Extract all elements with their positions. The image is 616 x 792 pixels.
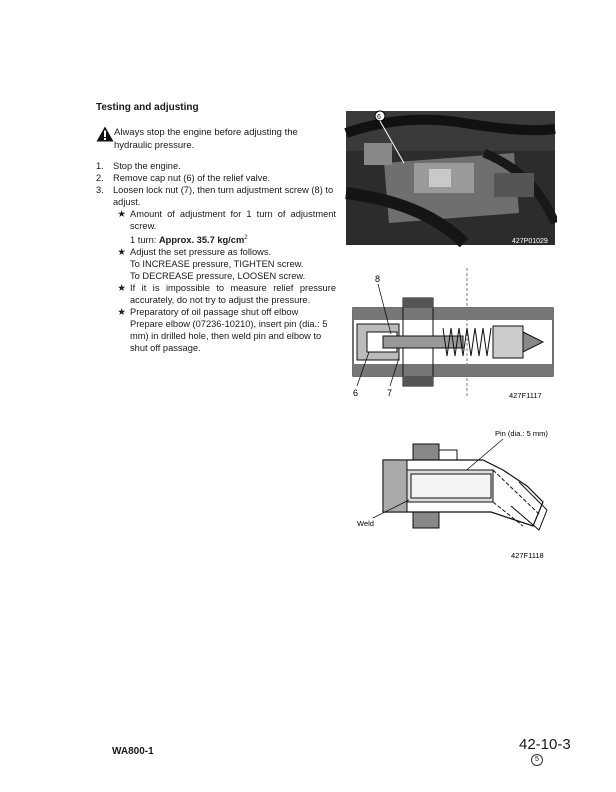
section-heading: Testing and adjusting	[96, 102, 199, 113]
warning-icon	[96, 126, 114, 142]
star-icon: ★	[117, 247, 126, 258]
label-8: 8	[375, 274, 380, 284]
pin-label: Pin (dia.: 5 mm)	[495, 429, 548, 438]
procedure-steps: 1. Stop the engine. 2. Remove cap nut (6…	[96, 160, 336, 354]
step-text: Stop the engine.	[113, 161, 181, 171]
elbow-figure-code: 427F1118	[511, 551, 544, 560]
note-item: ★ Preparatory of oil passage shut off el…	[113, 306, 336, 354]
note-item: ★ If it is impossible to measure relief …	[113, 282, 336, 306]
step-number: 1.	[96, 161, 104, 171]
step-item: 2. Remove cap nut (6) of the relief valv…	[96, 172, 336, 184]
note-detail: Prepare elbow (07236-10210), insert pin …	[130, 319, 328, 354]
valve-figure-code: 427F1117	[509, 391, 542, 400]
warning-notice: Always stop the engine before adjusting …	[96, 126, 336, 152]
note-item: ★ Adjust the set pressure as follows. To…	[113, 246, 336, 282]
shut-off-elbow-drawing: Pin (dia.: 5 mm) Weld 427F1118	[357, 429, 548, 560]
note-text: If it is impossible to measure relief pr…	[130, 283, 336, 306]
star-icon: ★	[117, 283, 126, 294]
relief-valve-cross-section: 8 6 7 427F1117	[352, 268, 554, 400]
page-number: 42-10-3	[519, 736, 571, 753]
star-icon: ★	[117, 209, 126, 219]
label-7: 7	[387, 388, 392, 398]
step-number: 3.	[96, 185, 104, 195]
note-detail: To DECREASE pressure, LOOSEN screw.	[130, 271, 306, 282]
step-item: 3. Loosen lock nut (7), then turn adjust…	[96, 184, 336, 208]
note-item: ★ Amount of adjustment for 1 turn of adj…	[113, 208, 336, 246]
note-detail: 1 turn: Approx. 35.7 kg/cm2	[130, 235, 248, 246]
weld-label: Weld	[357, 519, 374, 528]
star-icon: ★	[117, 307, 126, 318]
photo-code: 427P01029	[512, 238, 548, 245]
note-detail: To INCREASE pressure, TIGHTEN screw.	[130, 259, 304, 270]
pressure-value: Approx. 35.7 kg/cm	[158, 235, 245, 246]
relief-valve-photo: 6 427P01029	[344, 103, 557, 261]
step-text: Remove cap nut (6) of the relief valve.	[113, 173, 271, 183]
note-text: Amount of adjustment for 1 turn of adjus…	[130, 209, 336, 231]
photo-callout-6: 6	[377, 114, 381, 121]
step-item: 1. Stop the engine.	[96, 160, 336, 172]
step-number: 2.	[96, 173, 104, 183]
note-text: Adjust the set pressure as follows.	[130, 247, 272, 258]
label-6: 6	[353, 388, 358, 398]
model-number: WA800-1	[112, 746, 154, 757]
revision-mark: 5	[531, 754, 543, 766]
warning-text: Always stop the engine before adjusting …	[114, 127, 298, 151]
step-text: Loosen lock nut (7), then turn adjustmen…	[113, 185, 334, 207]
note-text: Preparatory of oil passage shut off elbo…	[130, 307, 299, 318]
